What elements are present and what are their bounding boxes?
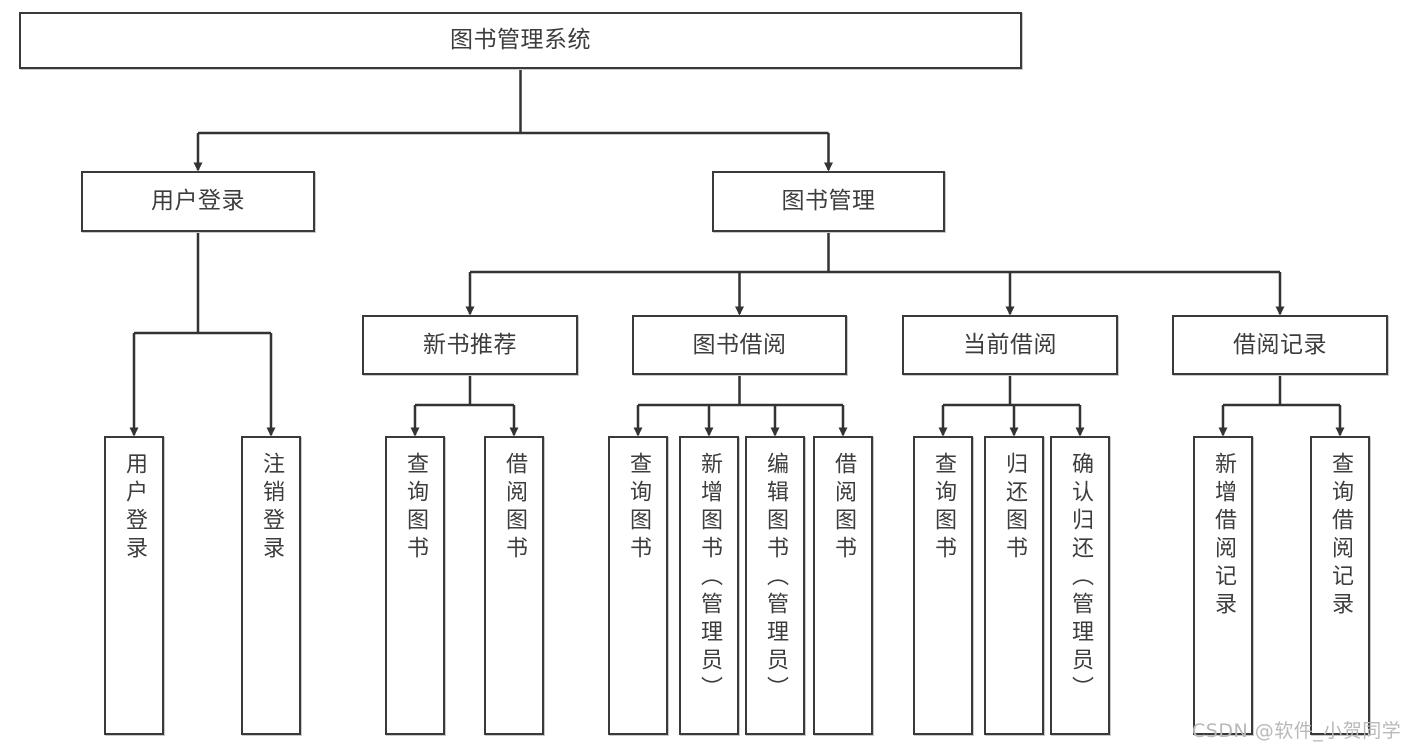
node-borrow[interactable]: 图书借阅	[632, 315, 847, 375]
node-label-records: 借阅记录	[1233, 331, 1327, 358]
node-label-leaf-bb-edit: 编辑图书（管理员）	[763, 452, 788, 704]
node-login[interactable]: 用户登录	[81, 171, 315, 232]
node-leaf-user-login[interactable]: 用户登录	[104, 436, 164, 735]
node-label-leaf-rec-add: 新增借阅记录	[1211, 452, 1236, 620]
node-leaf-nb-query[interactable]: 查询图书	[385, 436, 445, 735]
node-label-leaf-user-logout: 注销登录	[259, 452, 284, 564]
node-label-leaf-bb-add: 新增图书（管理员）	[697, 452, 722, 704]
node-label-borrow: 图书借阅	[692, 331, 787, 358]
node-leaf-cb-return[interactable]: 归还图书	[984, 436, 1044, 735]
node-label-leaf-user-login: 用户登录	[122, 452, 147, 564]
node-label-leaf-bb-query: 查询图书	[626, 452, 651, 564]
node-current[interactable]: 当前借阅	[902, 315, 1118, 375]
node-leaf-cb-confirm[interactable]: 确认归还（管理员）	[1050, 436, 1110, 735]
node-label-leaf-bb-borrow: 借阅图书	[831, 452, 856, 564]
node-label-bookmgmt: 图书管理	[781, 188, 876, 215]
node-records[interactable]: 借阅记录	[1172, 315, 1388, 375]
node-label-current: 当前借阅	[963, 331, 1057, 358]
node-label-leaf-nb-query: 查询图书	[403, 452, 428, 564]
node-label-leaf-cb-query: 查询图书	[931, 452, 956, 564]
watermark-text: CSDN @软件_小贺同学	[1192, 720, 1402, 742]
node-leaf-rec-add[interactable]: 新增借阅记录	[1193, 436, 1253, 735]
node-bookmgmt[interactable]: 图书管理	[712, 171, 945, 232]
node-label-newbook: 新书推荐	[423, 331, 517, 358]
node-label-leaf-cb-return: 归还图书	[1002, 452, 1027, 564]
node-leaf-bb-add[interactable]: 新增图书（管理员）	[679, 436, 739, 735]
node-leaf-bb-edit[interactable]: 编辑图书（管理员）	[745, 436, 805, 735]
node-leaf-nb-borrow[interactable]: 借阅图书	[484, 436, 544, 735]
node-newbook[interactable]: 新书推荐	[362, 315, 578, 375]
node-label-leaf-nb-borrow: 借阅图书	[502, 452, 527, 564]
node-label-login: 用户登录	[151, 188, 245, 215]
node-root[interactable]: 图书管理系统	[19, 12, 1022, 69]
node-label-leaf-cb-confirm: 确认归还（管理员）	[1068, 452, 1093, 704]
edge-group	[129, 69, 1345, 437]
node-label-leaf-rec-query: 查询借阅记录	[1328, 452, 1353, 620]
node-leaf-user-logout[interactable]: 注销登录	[241, 436, 301, 735]
node-leaf-bb-borrow[interactable]: 借阅图书	[813, 436, 873, 735]
node-label-root: 图书管理系统	[450, 27, 591, 54]
node-leaf-cb-query[interactable]: 查询图书	[913, 436, 973, 735]
node-leaf-rec-query[interactable]: 查询借阅记录	[1310, 436, 1370, 735]
node-leaf-bb-query[interactable]: 查询图书	[608, 436, 668, 735]
